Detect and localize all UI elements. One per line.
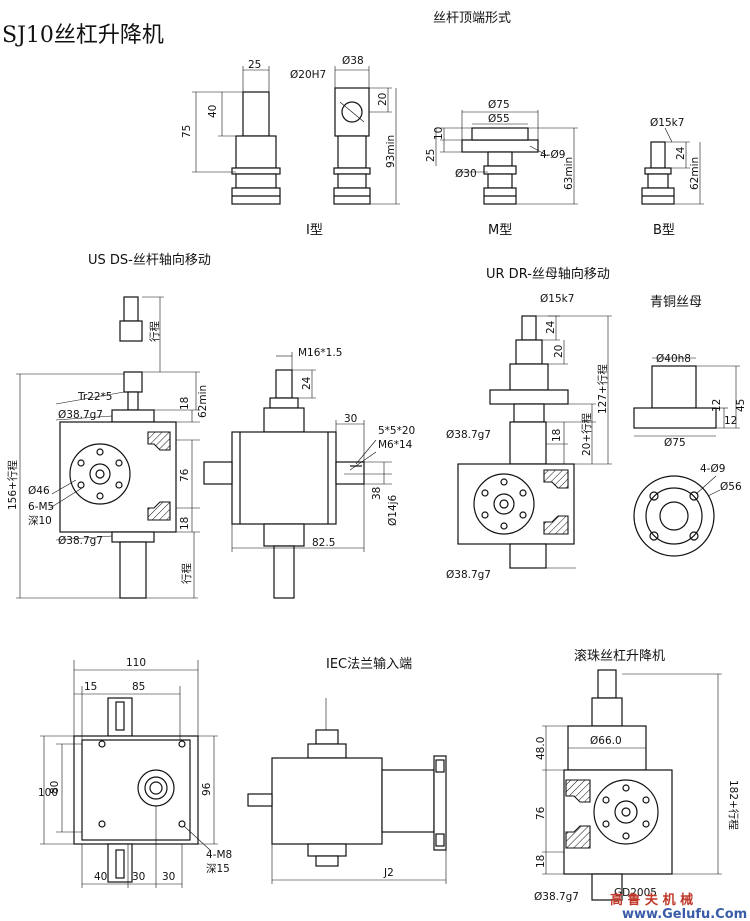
dim-bs-480: 48.0 [535, 737, 547, 760]
dim-ur-20-stroke: 20+行程 [580, 412, 593, 456]
view-us-front [16, 296, 200, 599]
dim-ur-20: 20 [553, 345, 565, 358]
dim-bs-182: 182+行程 [727, 780, 740, 830]
heading-bronze-nut: 青铜丝母 [650, 295, 702, 310]
dim-ds-24: 24 [301, 376, 313, 390]
dim-i-20: 20 [377, 93, 389, 106]
dim-bt-85: 85 [132, 681, 145, 693]
dim-ur-127: 127+行程 [596, 364, 609, 414]
dim-i-75: 75 [181, 125, 193, 138]
dim-ds-825: 82.5 [312, 537, 335, 549]
view-iec [247, 698, 447, 884]
dim-us-18-bottom: 18 [179, 517, 191, 530]
dim-us-6m5: 6-M5 [28, 501, 54, 513]
dim-ds-30: 30 [344, 413, 357, 425]
label-type-m: M型 [488, 223, 512, 238]
dim-bs-76: 76 [535, 806, 547, 820]
dim-ur-24: 24 [545, 320, 557, 334]
dim-i-25: 25 [248, 59, 261, 71]
dim-us-0387-top: Ø38.7g7 [58, 409, 103, 421]
view-type-b [641, 127, 704, 205]
dim-us-18-top: 18 [179, 397, 191, 410]
dim-m-075: Ø75 [488, 99, 510, 111]
view-type-m [435, 110, 578, 205]
dim-i-020h7: Ø20H7 [290, 69, 326, 81]
dim-bn-4phi9: 4-Ø9 [700, 463, 725, 475]
dim-bt-96: 96 [201, 782, 213, 796]
dim-ds-key: 5*5*20 [378, 425, 415, 437]
heading-iec: IEC法兰输入端 [326, 656, 412, 672]
dim-bt-depth15: 深15 [206, 863, 230, 875]
dim-ur-18: 18 [551, 429, 563, 442]
dim-bt-30a: 30 [132, 871, 145, 883]
dim-m-4phi9: 4-Ø9 [540, 149, 565, 161]
dim-b-24: 24 [675, 146, 687, 160]
dim-bn-040h8: Ø40h8 [656, 353, 691, 365]
dim-bs-18: 18 [535, 855, 547, 868]
dim-bt-110: 110 [126, 657, 146, 669]
view-type-i-side [333, 66, 400, 205]
dim-ur-0387-bottom: Ø38.7g7 [446, 569, 491, 581]
dim-ds-38: 38 [371, 487, 383, 500]
view-us-side [203, 352, 392, 599]
dim-ds-m16: M16*1.5 [298, 347, 342, 359]
dim-us-stroke-top: 行程 [148, 321, 161, 342]
heading-us-ds: US DS-丝杆轴向移动 [88, 252, 211, 268]
dim-us-0387-bottom: Ø38.7g7 [58, 535, 103, 547]
dim-bs-gd: GD2005 [614, 887, 657, 899]
heading-ur-dr: UR DR-丝母轴向移动 [486, 266, 610, 282]
dim-bn-075: Ø75 [664, 437, 686, 449]
dim-bs-0660: Ø66.0 [590, 735, 622, 747]
dim-m-030: Ø30 [455, 168, 477, 180]
dim-bt-4m8: 4-M8 [206, 849, 232, 861]
heading-top-ends: 丝杆顶端形式 [433, 11, 511, 26]
label-type-i: I型 [306, 223, 323, 238]
dim-m-055: Ø55 [488, 113, 510, 125]
drawing-title: SJ10丝杠升降机 [2, 23, 164, 48]
dim-ds-m6: M6*14 [378, 439, 413, 451]
dim-us-stroke-bottom: 行程 [180, 563, 193, 584]
dim-bt-40: 40 [94, 871, 107, 883]
dim-us-tr22: Tr22*5 [77, 391, 112, 403]
dim-bn-12b: 12 [724, 415, 737, 427]
dim-bn-056: Ø56 [720, 481, 742, 493]
label-type-b: B型 [653, 223, 675, 238]
dim-bt-15: 15 [84, 681, 97, 693]
dim-bt-80: 80 [49, 781, 61, 794]
dim-bn-12a: 12 [711, 399, 723, 412]
dim-us-156: 156+行程 [6, 460, 19, 510]
dim-i-93min: 93min [385, 135, 397, 168]
dim-us-depth10: 深10 [28, 515, 52, 527]
dim-bt-100: 100 [38, 787, 58, 799]
dim-b-015k7: Ø15k7 [650, 117, 684, 129]
dim-bn-45: 45 [735, 399, 747, 412]
dim-us-76: 76 [179, 468, 191, 482]
view-ur-front [457, 315, 612, 569]
dim-ur-015k7: Ø15k7 [540, 293, 574, 305]
heading-ball-screw: 滚珠丝杠升降机 [574, 648, 665, 664]
watermark-cn: 高 鲁 夫 机 械 [610, 892, 693, 908]
dim-i-40: 40 [207, 105, 219, 118]
dim-bs-0387: Ø38.7g7 [534, 891, 579, 903]
dim-m-25: 25 [425, 149, 437, 162]
watermark-url: www.Gelufu.Com [622, 907, 747, 921]
dim-iec-j2: J2 [383, 867, 394, 879]
dim-us-62min: 62min [197, 385, 209, 418]
dim-us-046: Ø46 [28, 485, 50, 497]
dim-bt-30b: 30 [162, 871, 175, 883]
view-type-i [192, 66, 281, 205]
view-ball-screw [542, 669, 722, 901]
dim-ur-0387-top: Ø38.7g7 [446, 429, 491, 441]
dim-ds-014j6: Ø14j6 [387, 494, 399, 526]
dim-m-10: 10 [433, 127, 445, 140]
dim-m-63min: 63min [563, 157, 575, 190]
view-bronze-nut [633, 357, 740, 557]
dim-i-038: Ø38 [342, 55, 364, 67]
view-bottom [40, 660, 218, 888]
dim-b-62min: 62min [689, 157, 701, 190]
